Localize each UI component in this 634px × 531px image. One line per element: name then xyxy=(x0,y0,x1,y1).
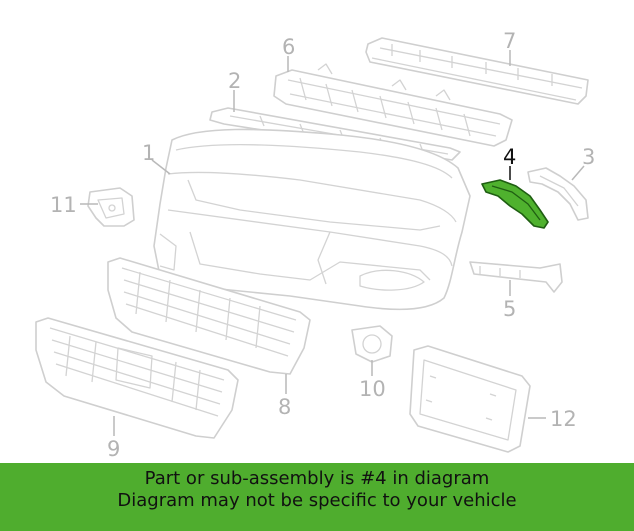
callout-7[interactable]: 7 xyxy=(503,29,516,53)
callout-2[interactable]: 2 xyxy=(228,69,241,93)
part-10-sensor-bezel[interactable] xyxy=(351,325,393,363)
callout-6[interactable]: 6 xyxy=(282,35,295,59)
info-banner: Part or sub-assembly is #4 in diagram Di… xyxy=(0,463,634,531)
part-7-reinforcement-beam[interactable] xyxy=(365,37,589,105)
part-12-license-bracket[interactable] xyxy=(409,345,531,453)
callout-9[interactable]: 9 xyxy=(107,437,120,461)
callout-11[interactable]: 11 xyxy=(50,193,77,217)
part-1-bumper-fascia[interactable] xyxy=(153,128,471,311)
leader-line-3 xyxy=(571,165,585,181)
callout-1[interactable]: 1 xyxy=(142,141,155,165)
callout-3[interactable]: 3 xyxy=(582,145,595,169)
exploded-parts-diagram: 1 2 3 4 5 6 7 8 9 10 11 12 xyxy=(35,29,595,461)
part-9-lower-grille[interactable] xyxy=(35,317,239,439)
leader-line-1 xyxy=(151,159,171,175)
part-5-lower-bracket[interactable] xyxy=(469,261,563,293)
callout-10[interactable]: 10 xyxy=(359,377,386,401)
part-11-side-bracket[interactable] xyxy=(87,187,135,227)
part-3-side-bracket[interactable] xyxy=(527,167,589,221)
banner-line-1: Part or sub-assembly is #4 in diagram xyxy=(144,468,490,489)
banner-line-2: Diagram may not be specific to your vehi… xyxy=(117,490,517,511)
callout-12[interactable]: 12 xyxy=(550,407,577,431)
part-6-energy-absorber[interactable] xyxy=(273,63,513,147)
callout-4[interactable]: 4 xyxy=(503,145,516,169)
callout-5[interactable]: 5 xyxy=(503,297,516,321)
callout-8[interactable]: 8 xyxy=(278,395,291,419)
part-8-upper-grille[interactable] xyxy=(107,257,311,375)
part-4-bracket-highlighted[interactable] xyxy=(481,179,549,229)
